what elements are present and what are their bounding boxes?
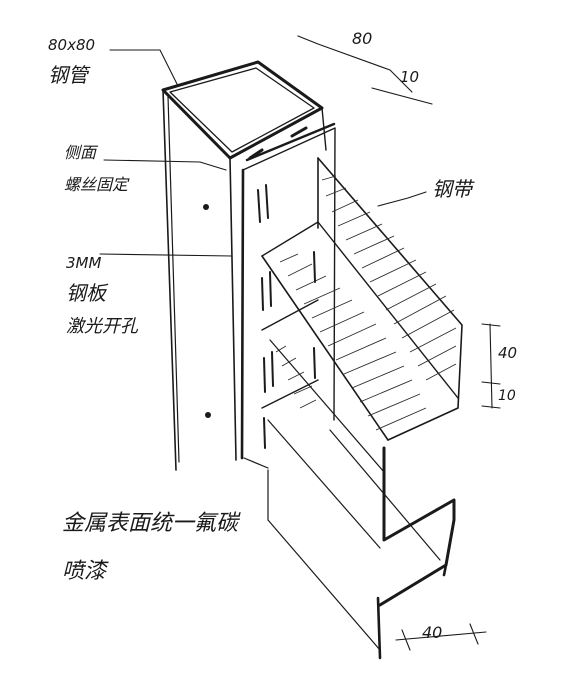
steel-band-lower [261,299,456,660]
perforated-steel-plate [242,122,336,469]
dim-lip-height: 10 [498,388,516,404]
steel-tube-column [161,60,327,471]
plate-material-label: 钢板 [66,281,109,305]
side-fixing-label-2: 螺丝固定 [64,175,130,194]
dim-flange-height: 40 [498,344,517,362]
steel-band-upper [261,157,463,441]
dimension-marks [297,35,501,651]
finish-label-1: 金属表面统一氟碳 [62,511,241,536]
leader-lines [99,49,427,257]
plate-thickness-label: 3MM [66,254,101,272]
side-fixing-label-1: 侧面 [64,143,99,162]
plate-process-label: 激光开孔 [66,316,139,337]
dimension-labels: 80 10 40 10 40 [352,29,517,642]
dim-top-width: 80 [352,29,372,48]
finish-label-2: 喷漆 [62,559,109,584]
band-label: 钢带 [432,177,475,201]
tube-material-label: 钢管 [48,63,91,87]
tube-size-label: 80x80 [48,36,95,54]
dim-top-thickness: 10 [400,68,419,86]
dim-bottom-width: 40 [422,623,442,642]
annotation-labels: 80x80 钢管 侧面 螺丝固定 3MM 钢板 激光开孔 钢带 金属表面统一氟碳… [48,36,475,584]
